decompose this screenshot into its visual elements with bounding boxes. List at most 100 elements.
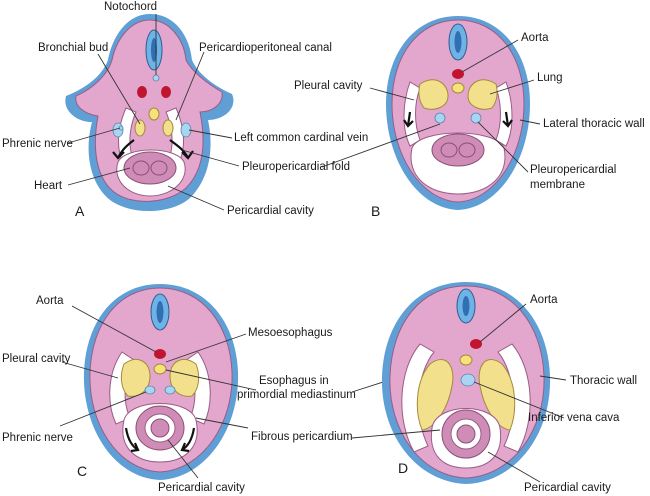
panel-c-label-fibrous: Fibrous pericardium (251, 431, 353, 443)
panel-a-leader-bronchial-bud (97, 53, 141, 125)
panel-b-heart (431, 133, 485, 167)
panel-c-label-mesoesophagus: Mesoesophagus (248, 327, 333, 339)
panel-c-label-aorta: Aorta (36, 295, 64, 307)
panel-d-leader-vena-cava (473, 381, 565, 419)
panel-d: Aorta Thoracic wall Inferior vena cava P… (351, 282, 637, 494)
panel-a-aorta-left (137, 86, 147, 98)
panel-c-leader-mesoesophagus (165, 333, 247, 363)
panel-a-heart-chamber-right (150, 160, 168, 176)
panel-c-aorta (154, 349, 166, 359)
panel-c-leader-pericardial (167, 439, 199, 479)
panel-a-esophagus (148, 107, 160, 121)
panel-a-bronchial-bud-right (162, 119, 174, 137)
panel-a-leader-heart (67, 167, 131, 186)
panel-b-lung-right (467, 79, 498, 110)
panel-c-heart-core (150, 418, 170, 438)
panel-c-label-esophagus-2: primordial mediastinum (237, 389, 356, 401)
panel-b-aorta (452, 69, 464, 79)
panel-d-leader-pericardial (487, 451, 541, 483)
panel-a-leader-canal (175, 51, 205, 121)
panel-d-neural-canal (462, 296, 470, 316)
panel-a-notochord (152, 74, 160, 82)
panel-a-neural-canal (151, 38, 157, 62)
panel-b-esophagus (451, 82, 465, 94)
panel-c-vein-right (164, 385, 176, 395)
panel-b-cardinal-vein-left (434, 112, 446, 124)
panel-b-leader-aorta (461, 39, 519, 73)
panel-a-heart (123, 151, 177, 185)
panel-c-label-phrenic: Phrenic nerve (2, 432, 73, 444)
panel-b-leader-fold-from-a (321, 123, 441, 168)
panel-c-arrow-left-head (130, 442, 140, 453)
panel-d-leader-aorta (479, 303, 527, 343)
panel-a-leader-fold (181, 149, 240, 167)
panel-d-heart-core (456, 424, 476, 444)
panel-c-letter: C (77, 463, 87, 479)
panel-b-pleural-cavity-right (495, 81, 513, 147)
panel-c-label-pericardial: Pericardial cavity (158, 482, 245, 494)
panel-a-label-heart: Heart (34, 180, 63, 192)
panel-b-neural-canal (454, 31, 462, 53)
panel-b-leader-pleural (369, 87, 415, 101)
panel-a-leader-pericardial (167, 185, 225, 211)
panel-d-inferior-vena-cava (460, 373, 476, 387)
panel-b-letter: B (371, 203, 380, 219)
panel-d-label-pericardial: Pericardial cavity (524, 482, 611, 494)
panel-b-heart-chamber-left (440, 142, 458, 158)
panel-a-label-cardinal-vein: Left common cardinal vein (234, 132, 368, 144)
panel-c-lung-right (169, 359, 200, 397)
panel-c-arrow-right-head (180, 442, 190, 453)
panel-c-neural-canal (156, 301, 164, 323)
panel-c-esophagus (153, 363, 167, 375)
panel-a-label-bronchial-bud: Bronchial bud (38, 42, 108, 54)
panel-d-leader-thoracic-wall (539, 375, 567, 381)
panel-a-label-phrenic: Phrenic nerve (2, 138, 73, 150)
panel-b-arrow-right (504, 111, 510, 127)
panel-b-lung-left (418, 79, 449, 110)
panel-d-letter: D (398, 460, 408, 476)
panel-b-arrow-right-head (502, 119, 513, 128)
panel-b-label-lung: Lung (537, 72, 563, 84)
panel-a-letter: A (75, 203, 85, 219)
panel-d-label-thoracic-wall: Thoracic wall (570, 375, 637, 387)
panel-a-label-canal: Pericardioperitoneal canal (199, 42, 332, 54)
panel-b-label-aorta: Aorta (521, 32, 549, 44)
panel-a-bronchial-bud-left (134, 119, 146, 137)
panel-c: Aorta Mesoesophagus Pleural cavity Esoph… (2, 284, 453, 494)
panel-c-leader-esophagus (165, 369, 257, 391)
panel-c-leader-aorta (71, 305, 157, 353)
panel-b-arrow-left (406, 111, 412, 127)
panel-a-label-pericardial: Pericardial cavity (227, 205, 314, 217)
panel-b-label-thoracic-wall: Lateral thoracic wall (543, 118, 645, 130)
panel-a-label-notochord: Notochord (104, 1, 157, 13)
panel-a-fold-arrow-left-head (112, 151, 125, 160)
panel-c-lung-left (120, 359, 151, 397)
panel-d-leader-fibrous-from-c (351, 429, 441, 439)
panel-a: Notochord Bronchial bud Pericardioperito… (2, 1, 368, 219)
panel-b-leader-lung (489, 79, 535, 95)
panel-a-label-fold: Pleuropericardial fold (242, 161, 350, 173)
panel-c-leader-fibrous (195, 417, 249, 429)
panel-b-label-membrane-2: membrane (530, 179, 585, 191)
panel-d-aorta (470, 339, 482, 349)
panel-a-leader-cardinal-vein (188, 129, 233, 139)
panel-a-heart-chamber-left (132, 160, 150, 176)
panel-b-leader-membrane (477, 121, 529, 173)
panel-c-leader-pleural (61, 361, 119, 379)
panel-c-leader-phrenic (59, 391, 147, 427)
panel-a-aorta-right (161, 86, 171, 98)
panel-b: Aorta Pleural cavity Lung Lateral thorac… (294, 16, 645, 219)
panel-b-arrow-left-head (403, 119, 414, 128)
panel-a-leader-phrenic (67, 127, 121, 144)
panel-d-label-vena-cava: Inferior vena cava (528, 412, 620, 424)
panel-d-esophagus (459, 354, 473, 366)
panel-d-label-aorta: Aorta (530, 294, 558, 306)
panel-b-leader-thoracic-wall (519, 119, 541, 125)
panel-b-label-pleural: Pleural cavity (294, 80, 363, 92)
panel-b-label-membrane-1: Pleuropericardial (530, 164, 616, 176)
panel-b-heart-chamber-right (458, 142, 476, 158)
panel-a-fold-arrow-right-head (181, 150, 194, 160)
panel-c-label-esophagus-1: Esophagus in (259, 375, 329, 387)
panel-c-label-pleural: Pleural cavity (2, 353, 71, 365)
